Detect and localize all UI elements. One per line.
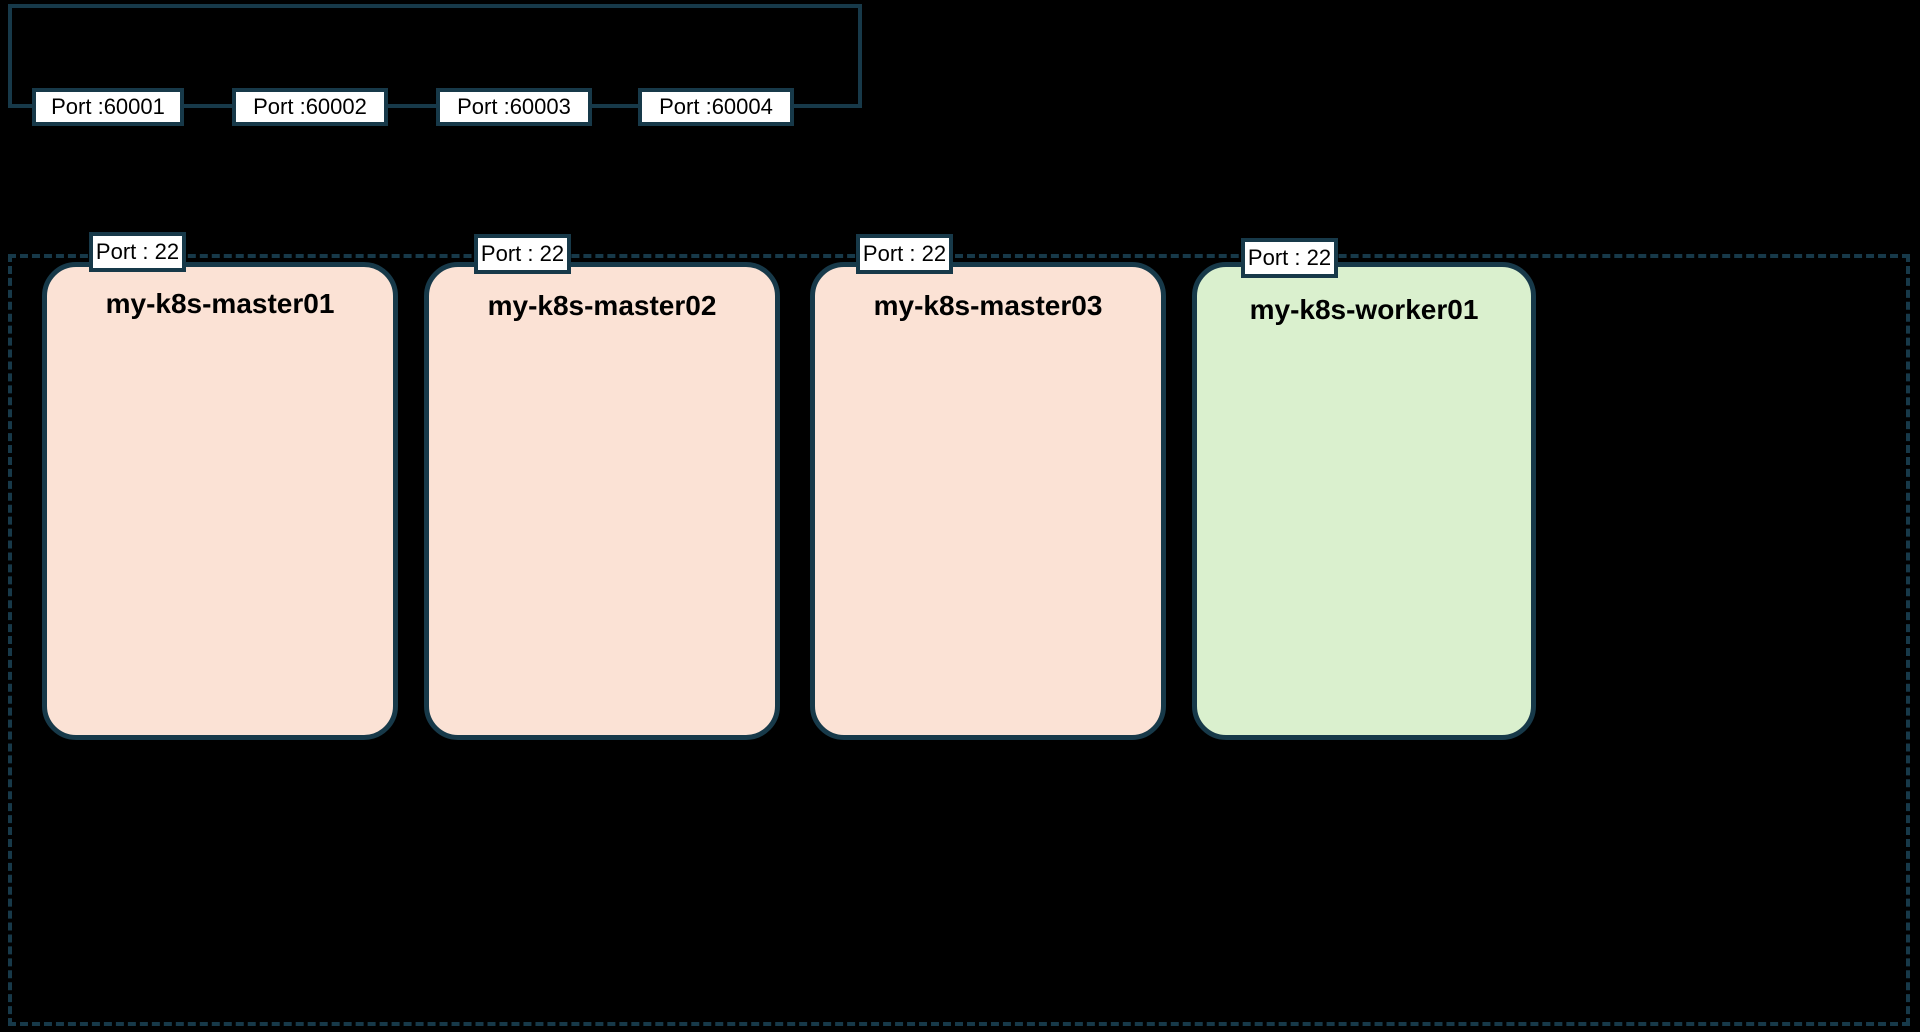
node-title-master02: my-k8s-master02 [487,290,717,321]
forwarded-port-chip-60002[interactable]: Port :60002 [232,88,388,126]
ssh-port-tab-worker01[interactable]: Port : 22 [1241,238,1338,278]
forwarded-port-chip-60003[interactable]: Port :60003 [436,88,592,126]
node-title-master01: my-k8s-master01 [105,288,335,319]
forwarded-port-chip-60004[interactable]: Port :60004 [638,88,794,126]
node-card-my-k8s-master03[interactable] [810,262,1166,740]
ssh-port-tab-master01[interactable]: Port : 22 [89,232,186,272]
node-card-my-k8s-worker01[interactable] [1192,262,1536,740]
ssh-port-tab-master02[interactable]: Port : 22 [474,234,571,274]
node-card-my-k8s-master02[interactable] [424,262,780,740]
node-card-my-k8s-master01[interactable] [42,262,398,740]
ssh-port-tab-master03[interactable]: Port : 22 [856,234,953,274]
node-title-worker01: my-k8s-worker01 [1249,294,1479,325]
cluster-boundary [8,254,1910,1026]
node-title-master03: my-k8s-master03 [873,290,1103,321]
forwarded-port-chip-60001[interactable]: Port :60001 [32,88,184,126]
